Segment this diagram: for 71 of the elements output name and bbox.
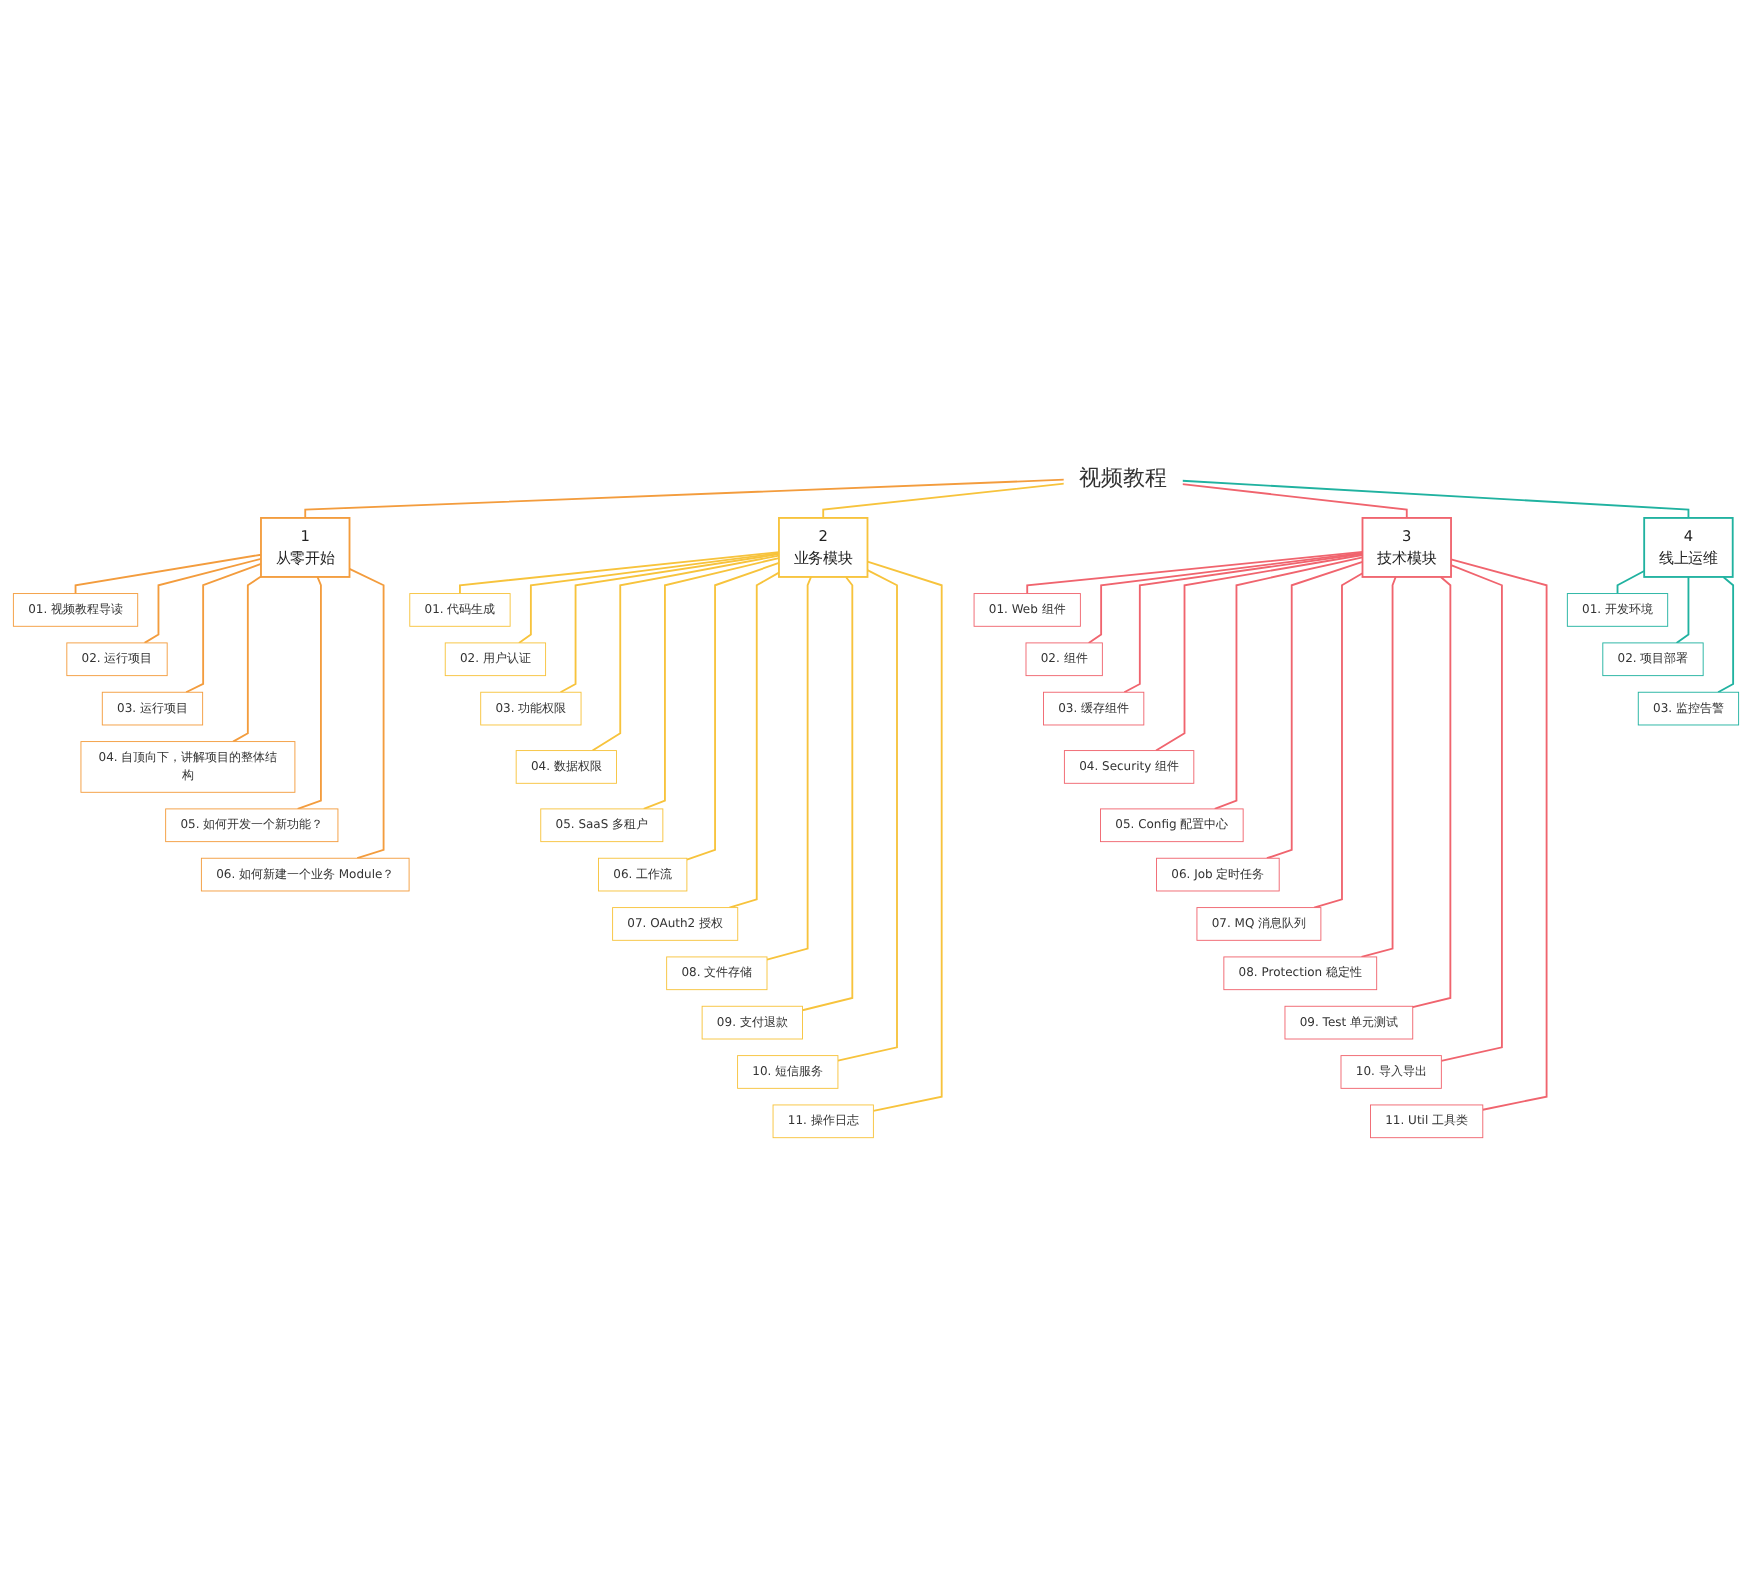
node-box	[1643, 517, 1734, 579]
connector	[766, 576, 812, 962]
node-box	[1223, 956, 1378, 991]
connector	[1717, 576, 1735, 694]
connector	[143, 558, 262, 645]
connector	[642, 557, 780, 811]
node-box	[772, 1104, 874, 1139]
connector	[728, 572, 780, 909]
node-box	[80, 741, 296, 794]
node-box	[200, 858, 410, 892]
node-box	[666, 956, 768, 991]
node-box	[737, 1055, 839, 1090]
node-box	[778, 517, 869, 579]
connector	[1360, 576, 1397, 959]
connector	[518, 552, 780, 645]
connector	[1213, 556, 1364, 811]
node-box	[1370, 1104, 1484, 1139]
connector	[1265, 561, 1364, 860]
connector	[74, 554, 262, 595]
node-box	[612, 907, 739, 942]
node-box	[515, 750, 617, 785]
connector	[1087, 552, 1364, 645]
connector	[1123, 553, 1364, 694]
node-box	[1340, 1055, 1442, 1090]
node-box	[1063, 750, 1195, 785]
node-box	[12, 593, 139, 628]
node-box	[1196, 907, 1322, 942]
node-box	[1637, 692, 1740, 726]
node-box	[1361, 517, 1452, 579]
connector	[348, 568, 385, 860]
connector	[1313, 572, 1364, 909]
connector	[591, 555, 780, 752]
connector	[1181, 480, 1690, 520]
node-box	[409, 593, 511, 628]
node-box	[598, 858, 688, 892]
connector	[185, 563, 262, 694]
connector	[866, 561, 943, 1113]
connector	[232, 576, 262, 743]
connector	[296, 576, 322, 811]
connector	[1411, 576, 1452, 1009]
node-box	[1602, 642, 1704, 677]
connector	[801, 576, 854, 1012]
node-box	[66, 642, 168, 677]
node-box	[260, 517, 351, 579]
node-box	[480, 692, 582, 726]
connector	[1675, 576, 1690, 645]
connector	[559, 553, 780, 694]
connector	[1440, 564, 1503, 1063]
node-box	[973, 593, 1081, 628]
connector	[1155, 554, 1364, 752]
connector	[1026, 551, 1364, 595]
node-box	[540, 808, 664, 843]
node-box	[1156, 858, 1280, 892]
connector	[304, 479, 1066, 520]
node-text: 视频教程	[1078, 464, 1168, 491]
node-box	[1284, 1006, 1414, 1040]
connector	[837, 569, 898, 1063]
node-box	[165, 808, 339, 843]
connector	[459, 551, 780, 595]
node-box	[1566, 593, 1669, 628]
node-box	[101, 692, 204, 726]
node-box	[1043, 692, 1145, 726]
node-box	[444, 642, 547, 677]
node-box	[1100, 808, 1244, 843]
connector	[1181, 483, 1408, 520]
node-box	[1025, 642, 1103, 677]
connector	[685, 562, 780, 861]
node-box	[701, 1006, 803, 1040]
connector	[822, 483, 1066, 520]
connector	[1616, 570, 1646, 595]
connector	[1450, 558, 1548, 1112]
